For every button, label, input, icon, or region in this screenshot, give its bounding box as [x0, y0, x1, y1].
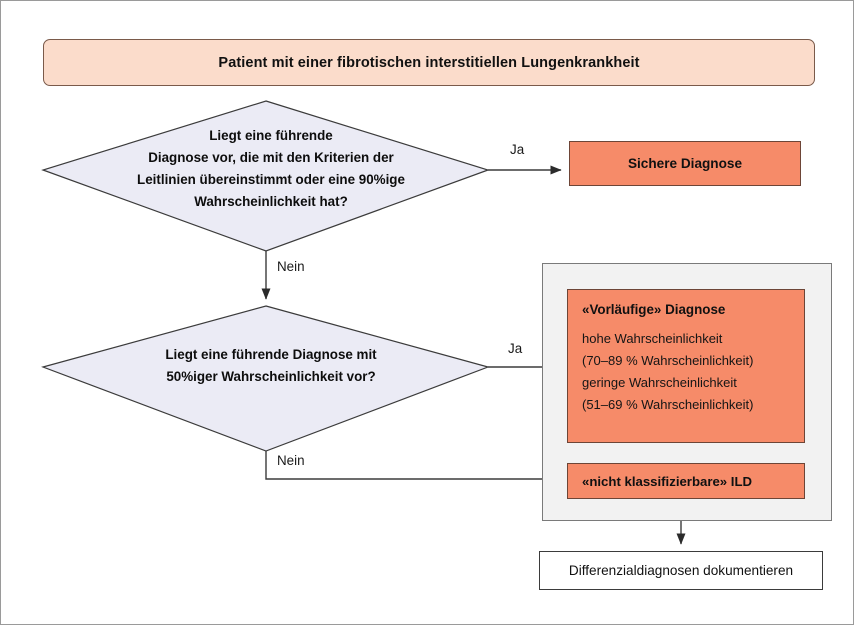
top-banner-label: Patient mit einer fibrotischen interstit… — [218, 54, 640, 71]
decision-1-line-2: Diagnose vor, die mit den Kriterien der — [148, 150, 394, 165]
sichere-diagnose-label: Sichere Diagnose — [627, 156, 743, 171]
decision-1-line-1: Liegt eine führende — [209, 128, 333, 143]
vorlaeufige-diagnose-line-2: (70–89 % Wahrscheinlichkeit) — [582, 353, 754, 368]
nicht-klassifizierbare-ild-node: «nicht klassifizierbare» ILD — [567, 463, 805, 499]
decision-2-line-2: 50%iger Wahrscheinlichkeit vor? — [166, 369, 376, 384]
edge-label-decision-2-no: Nein — [277, 453, 305, 468]
edge-label-decision-1-yes: Ja — [510, 142, 525, 157]
decision-diamond-1 — [41, 100, 490, 252]
decision-diamond-2 — [41, 305, 490, 452]
edge-label-decision-2-yes: Ja — [508, 341, 523, 356]
decision-1-label: Liegt eine führende Diagnose vor, die mi… — [111, 119, 431, 219]
nicht-klassifizierbare-ild-label: «nicht klassifizierbare» ILD — [582, 473, 753, 489]
decision-1-line-3: Leitlinien übereinstimmt oder eine 90%ig… — [137, 172, 405, 187]
vorlaeufige-diagnose-line-4: (51–69 % Wahrscheinlichkeit) — [582, 397, 754, 412]
vorlaeufige-diagnose-line-3: geringe Wahrscheinlichkeit — [582, 375, 737, 390]
dokumentieren-label: Differenzialdiagnosen dokumentieren — [568, 563, 794, 578]
decision-2-line-1: Liegt eine führende Diagnose mit — [165, 347, 377, 362]
decision-2-label: Liegt eine führende Diagnose mit 50%iger… — [111, 336, 431, 396]
vorlaeufige-diagnose-node: «Vorläufige» Diagnose hohe Wahrscheinlic… — [567, 289, 805, 443]
vorlaeufige-diagnose-line-1: hohe Wahrscheinlichkeit — [582, 331, 723, 346]
dokumentieren-node: Differenzialdiagnosen dokumentieren — [539, 551, 823, 590]
vorlaeufige-diagnose-title: «Vorläufige» Diagnose — [582, 302, 726, 317]
sichere-diagnose-node: Sichere Diagnose — [569, 141, 801, 186]
top-banner-node: Patient mit einer fibrotischen interstit… — [43, 39, 815, 86]
decision-1-line-4: Wahrscheinlichkeit hat? — [194, 194, 348, 209]
edge-label-decision-1-no: Nein — [277, 259, 305, 274]
